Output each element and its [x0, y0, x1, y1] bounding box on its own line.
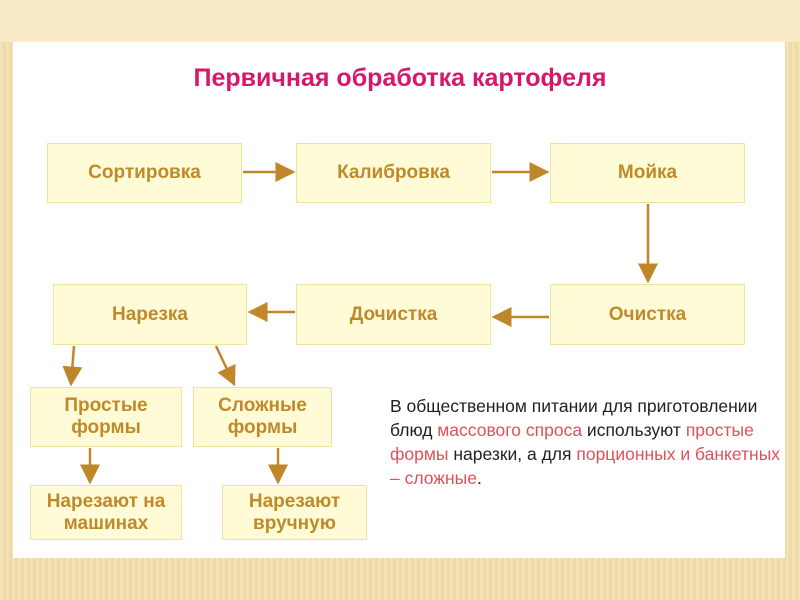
note-highlight: простые формы — [390, 420, 754, 464]
simple-forms: Простые формы — [30, 387, 182, 447]
step-calibration: Калибровка — [296, 143, 491, 203]
step-sorting: Сортировка — [47, 143, 242, 203]
manual-cutting: Нарезают вручную — [222, 485, 367, 540]
note-part: В общественном питании для приготовлении… — [390, 396, 758, 440]
machine-cutting: Нарезают на машинах — [30, 485, 182, 540]
arrow-cut-simple — [62, 345, 83, 387]
arrow-cut-complex — [214, 345, 236, 387]
step-finishing: Дочистка — [296, 284, 491, 345]
note-part: . — [476, 468, 482, 488]
note-part: нарезки, а для — [448, 444, 577, 464]
note-part: используют — [582, 420, 686, 440]
note-text: В общественном питании для приготовлении… — [390, 394, 790, 490]
step-washing: Мойка — [550, 143, 745, 203]
note-highlight: массового спроса — [437, 420, 583, 440]
step-cutting: Нарезка — [53, 284, 247, 345]
step-peeling: Очистка — [550, 284, 745, 345]
slide-title: Первичная обработка картофеля — [193, 64, 607, 92]
complex-forms: Сложные формы — [193, 387, 332, 447]
background-band — [0, 0, 800, 42]
note-highlight: порционных и банкетных – сложные — [390, 444, 781, 488]
